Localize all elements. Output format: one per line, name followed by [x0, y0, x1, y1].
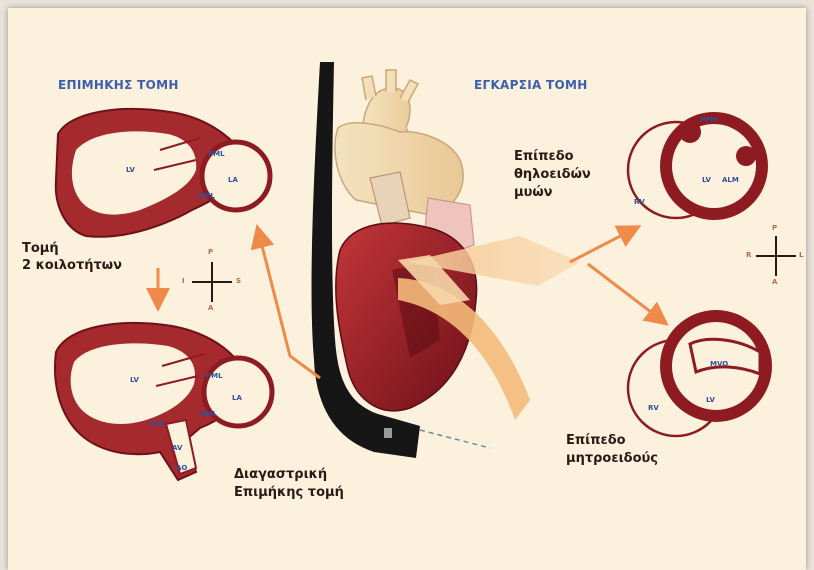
orient-r-right: R: [746, 251, 751, 259]
papillary-caption-line3: μυών: [514, 184, 553, 201]
label-alm: ALM: [722, 176, 739, 184]
label-lv: LV: [706, 396, 715, 404]
probe-scan-line: [420, 430, 490, 448]
label-rv: RV: [634, 198, 645, 206]
two-chamber-caption-line2: 2 κοιλοτήτων: [22, 257, 122, 274]
orient-l-right: L: [799, 251, 803, 259]
label-lv: LV: [702, 176, 711, 184]
label-rv: RV: [648, 404, 659, 412]
label-lvo: LVO: [150, 420, 165, 428]
transgastric-caption-line2: Επιμήκης τομή: [234, 484, 344, 501]
orient-p-right: P: [772, 224, 777, 232]
orient-p-left: P: [208, 248, 213, 256]
label-pml: PML: [206, 372, 223, 380]
label-aml: AML: [198, 192, 215, 200]
arrow-to-long-axis: [258, 230, 320, 378]
label-aml: AML: [200, 410, 217, 418]
two-chamber-view: [56, 109, 270, 237]
arrow-to-mitral: [588, 264, 664, 322]
mitral-short-axis-view: [628, 310, 772, 436]
short-axis-title: ΕΓΚΑΡΣΙΑ ΤΟΜΗ: [474, 78, 588, 92]
orientation-cross-right: [756, 236, 796, 276]
label-mvo: MVO: [710, 360, 728, 368]
label-ao: AO: [176, 464, 187, 472]
label-lv: LV: [130, 376, 139, 384]
label-la: LA: [232, 394, 242, 402]
label-av: AV: [172, 444, 182, 452]
two-chamber-caption-line1: Τομή: [22, 240, 59, 257]
orientation-cross-left: [192, 262, 232, 302]
papillary-caption-line2: θηλοειδών: [514, 166, 591, 183]
long-axis-title: ΕΠΙΜΗΚΗΣ ΤΟΜΗ: [58, 78, 179, 92]
papillary-muscle-posterior: [679, 121, 701, 143]
label-pml: PML: [208, 150, 225, 158]
probe-tip-highlight: [384, 428, 392, 438]
orient-a-left: A: [208, 304, 213, 312]
orient-s-left: S: [236, 277, 241, 285]
label-ppm: PPM: [700, 116, 717, 124]
orient-a-right: A: [772, 278, 777, 286]
central-heart: [335, 70, 477, 411]
label-la: LA: [228, 176, 238, 184]
mitral-caption-line2: μητροειδούς: [566, 450, 658, 467]
orient-i-left: I: [182, 277, 185, 285]
papillary-caption-line1: Επίπεδο: [514, 148, 574, 165]
papillary-muscle-anterior: [736, 146, 756, 166]
transgastric-caption-line1: Διαγαστρική: [234, 466, 327, 483]
label-lv: LV: [126, 166, 135, 174]
papillary-short-axis-view: [628, 112, 768, 220]
mitral-caption-line1: Επίπεδο: [566, 432, 626, 449]
arrow-to-papillary: [570, 228, 636, 262]
